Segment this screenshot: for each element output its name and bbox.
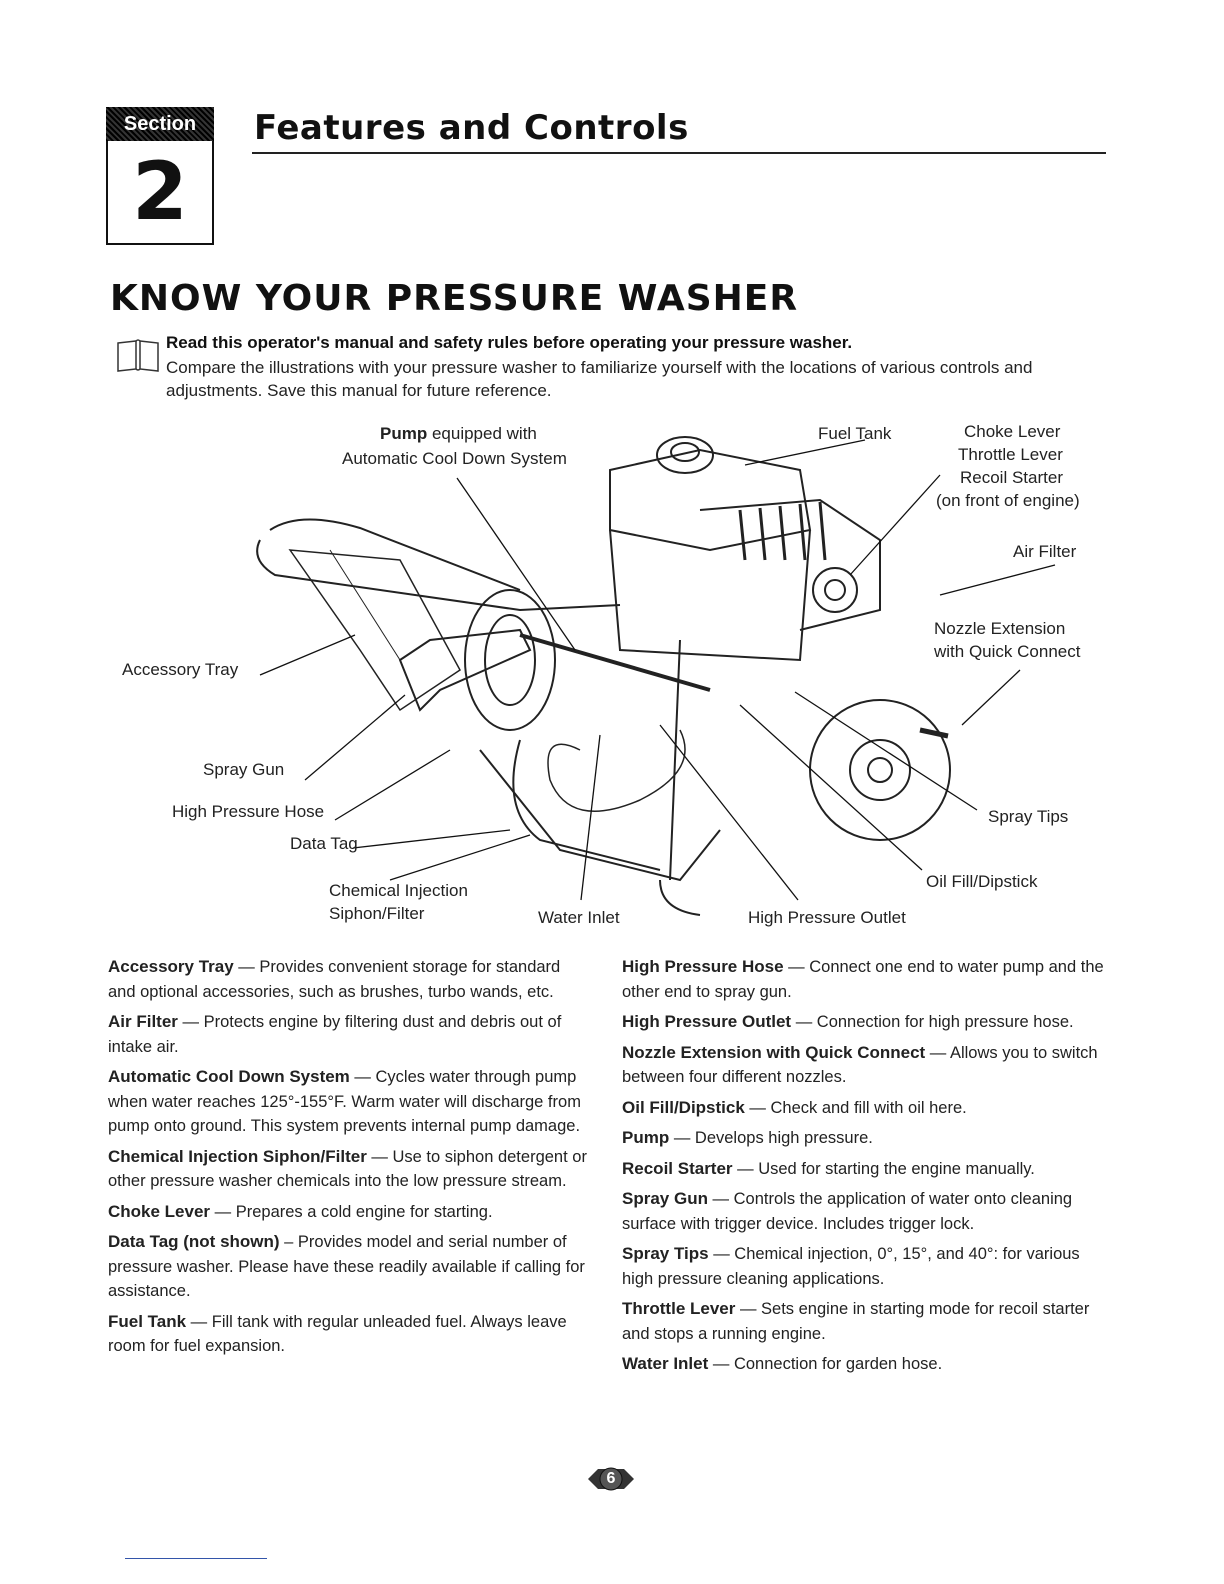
callout-throttle-lever: Throttle Lever (958, 445, 1063, 464)
entry-spray-tips: Spray Tips — Chemical injection, 0°, 15°… (622, 1242, 1108, 1291)
entry-accessory-tray: Accessory Tray — Provides convenient sto… (108, 955, 590, 1004)
term: Chemical Injection Siphon/Filter (108, 1146, 367, 1166)
definition: — Protects engine by filtering dust and … (108, 1013, 562, 1056)
callout-oil-fill: Oil Fill/Dipstick (926, 872, 1038, 891)
entry-hp-hose: High Pressure Hose — Connect one end to … (622, 955, 1108, 1004)
definition: — Connection for high pressure hose. (791, 1013, 1074, 1031)
term: High Pressure Outlet (622, 1012, 792, 1031)
entry-water-inlet: Water Inlet — Connection for garden hose… (622, 1352, 1108, 1377)
definition: — Check and fill with oil here. (744, 1098, 967, 1117)
title-rule (252, 152, 1106, 154)
term: Air Filter (108, 1012, 178, 1031)
term: Data Tag (not shown) (108, 1232, 280, 1251)
term: Throttle Lever (622, 1299, 736, 1318)
intro-text: Compare the illustrations with your pres… (166, 358, 1033, 400)
entry-hp-outlet: High Pressure Outlet — Connection for hi… (622, 1010, 1108, 1035)
bottom-rule (125, 1558, 267, 1559)
page-number-badge: 6 (586, 1464, 636, 1494)
term: Automatic Cool Down System (108, 1067, 350, 1086)
entry-spray-gun: Spray Gun — Controls the application of … (622, 1187, 1108, 1236)
term: Water Inlet (622, 1354, 709, 1373)
term: Fuel Tank (108, 1311, 187, 1331)
definition: — Fill tank with regular unleaded fuel. … (108, 1312, 567, 1356)
entry-fuel-tank: Fuel Tank — Fill tank with regular unlea… (108, 1310, 590, 1359)
entry-air-filter: Air Filter — Protects engine by filterin… (108, 1010, 590, 1059)
callout-data-tag: Data Tag (290, 834, 358, 853)
main-heading: KNOW YOUR PRESSURE WASHER (110, 278, 799, 319)
term: Nozzle Extension with Quick Connect (622, 1042, 926, 1062)
section-label: Section (106, 107, 214, 141)
callout-pump-rest: equipped with (427, 424, 537, 443)
term: Spray Gun (622, 1189, 708, 1208)
entry-data-tag: Data Tag (not shown) – Provides model an… (108, 1230, 590, 1304)
callout-fuel-tank: Fuel Tank (818, 424, 892, 443)
entry-recoil-starter: Recoil Starter — Used for starting the e… (622, 1157, 1108, 1182)
callout-chemical-injection: Chemical Injection (329, 881, 468, 900)
callout-hp-hose: High Pressure Hose (172, 802, 325, 821)
definition: — Controls the application of water onto… (622, 1190, 1073, 1233)
entry-pump: Pump — Develops high pressure. (622, 1126, 1108, 1151)
definition: — Prepares a cold engine for starting. (210, 1202, 493, 1221)
entry-choke-lever: Choke Lever — Prepares a cold engine for… (108, 1200, 590, 1225)
callout-siphon-filter: Siphon/Filter (329, 904, 425, 923)
entry-throttle-lever: Throttle Lever — Sets engine in starting… (622, 1297, 1108, 1346)
definition: — Sets engine in starting mode for recoi… (622, 1300, 1090, 1343)
pressure-washer-drawing (256, 436, 1056, 916)
section-badge: Section 2 (106, 107, 214, 247)
callout-pump-bold: Pump (380, 424, 428, 443)
section-number: 2 (132, 145, 188, 238)
callout-choke-lever: Choke Lever (964, 422, 1061, 441)
definition: — Allows you to switch between four diff… (622, 1043, 1098, 1087)
callout-quick-connect: with Quick Connect (934, 642, 1081, 661)
page-number: 6 (606, 1470, 616, 1487)
entry-cool-down: Automatic Cool Down System — Cycles wate… (108, 1065, 590, 1139)
term: Oil Fill/Dipstick (622, 1097, 745, 1117)
callout-spray-tips: Spray Tips (988, 807, 1069, 826)
page-number-diamond-icon (588, 1467, 634, 1491)
callout-water-inlet: Water Inlet (538, 908, 620, 927)
term: Accessory Tray (108, 957, 234, 976)
definition: — Connect one end to water pump and the … (622, 958, 1104, 1001)
callout-hp-outlet: High Pressure Outlet (748, 908, 906, 927)
definition: — Provides convenient storage for standa… (108, 958, 561, 1001)
term: High Pressure Hose (622, 957, 784, 976)
callout-air-filter: Air Filter (1013, 542, 1077, 561)
definition: — Used for starting the engine manually. (732, 1159, 1035, 1178)
section-number-box: 2 (106, 141, 214, 245)
term: Spray Tips (622, 1244, 709, 1263)
callout-on-front: (on front of engine) (936, 491, 1080, 510)
definition: — Use to siphon detergent or other press… (108, 1147, 587, 1191)
definition: — Develops high pressure. (669, 1129, 873, 1147)
entry-oil-fill: Oil Fill/Dipstick — Check and fill with … (622, 1096, 1108, 1121)
entry-chemical-injection: Chemical Injection Siphon/Filter — Use t… (108, 1145, 590, 1194)
section-title: Features and Controls (254, 108, 689, 148)
term: Pump (622, 1128, 670, 1147)
entry-nozzle-extension: Nozzle Extension with Quick Connect — Al… (622, 1041, 1108, 1090)
definition: — Connection for garden hose. (708, 1355, 943, 1373)
descriptions-left: Accessory Tray — Provides convenient sto… (108, 955, 590, 1365)
callout-spray-gun: Spray Gun (203, 760, 285, 779)
callout-cooldown: Automatic Cool Down System (342, 449, 567, 468)
callout-recoil-starter: Recoil Starter (960, 468, 1063, 487)
term: Choke Lever (108, 1201, 211, 1221)
definition: – Provides model and serial number of pr… (108, 1233, 585, 1300)
callout-accessory-tray: Accessory Tray (122, 660, 239, 679)
manual-book-icon (117, 339, 159, 372)
descriptions-right: High Pressure Hose — Connect one end to … (622, 955, 1108, 1383)
callout-pump: Pump equipped with (380, 422, 537, 445)
callout-nozzle-extension: Nozzle Extension (934, 619, 1066, 638)
term: Recoil Starter (622, 1158, 733, 1178)
definition: — Chemical injection, 0°, 15°, and 40°: … (622, 1245, 1080, 1288)
pressure-washer-illustration: Pump equipped with Automatic Cool Down S… (100, 410, 1110, 940)
definition: — Cycles water through pump when water r… (108, 1068, 581, 1135)
intro-warning: Read this operator's manual and safety r… (166, 333, 853, 352)
